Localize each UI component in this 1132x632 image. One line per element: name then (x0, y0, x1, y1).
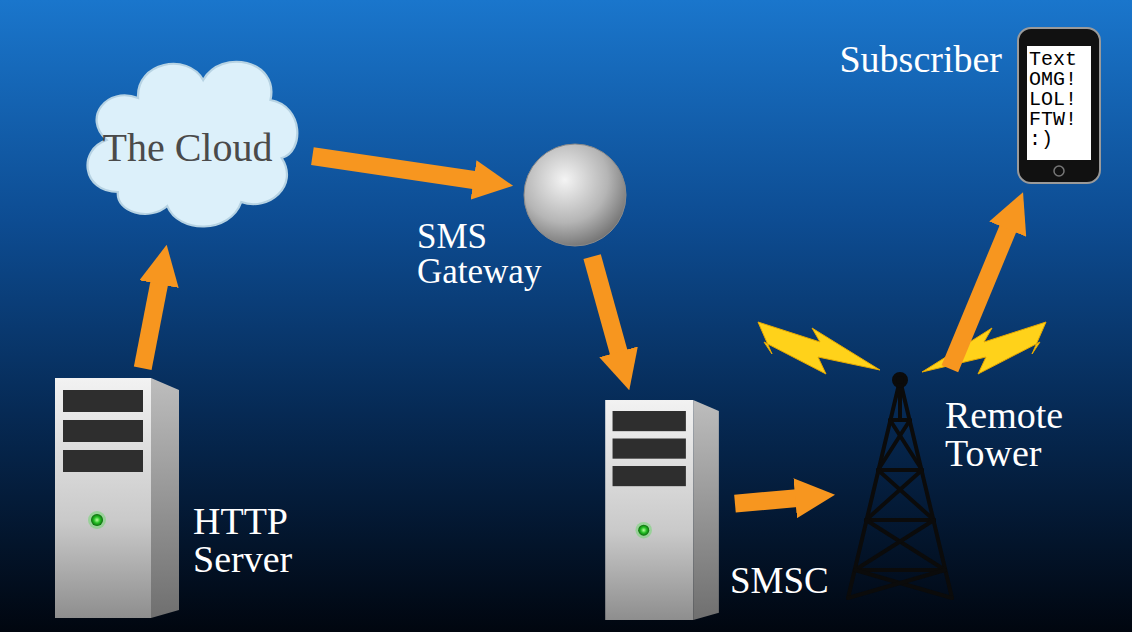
cloud-label: The Cloud (73, 128, 303, 168)
phone-node: SubscriberText OMG! LOL! FTW! :) (1018, 28, 1100, 183)
tower-icon (848, 374, 952, 598)
server-label: HTTP Server (193, 502, 333, 578)
signal-bolt (758, 322, 880, 374)
flow-arrow (143, 282, 160, 368)
smsc-label: SMSC (730, 562, 860, 599)
http-server-icon (55, 378, 179, 618)
gateway-node: SMS Gateway (523, 143, 627, 247)
tower-label: Remote Tower (945, 396, 1105, 472)
gateway-label: SMS Gateway (417, 219, 567, 289)
phone-icon (1018, 28, 1100, 183)
screen-text: Text OMG! LOL! FTW! :) (1029, 50, 1091, 150)
gateway-circle (523, 143, 627, 247)
cloud-node: The Cloud (73, 40, 303, 235)
tower-node: Remote Tower (845, 378, 955, 600)
subscriber-label: Subscriber (839, 40, 1002, 78)
server-node: HTTP Server (55, 378, 180, 618)
flow-arrow (592, 257, 619, 354)
signal-bolt (922, 322, 1046, 374)
flow-arrow (312, 156, 475, 180)
smsc-node: SMSC (600, 400, 725, 620)
flow-arrow (735, 498, 797, 504)
flow-arrow (950, 227, 1009, 368)
smsc-server-icon (605, 400, 719, 620)
